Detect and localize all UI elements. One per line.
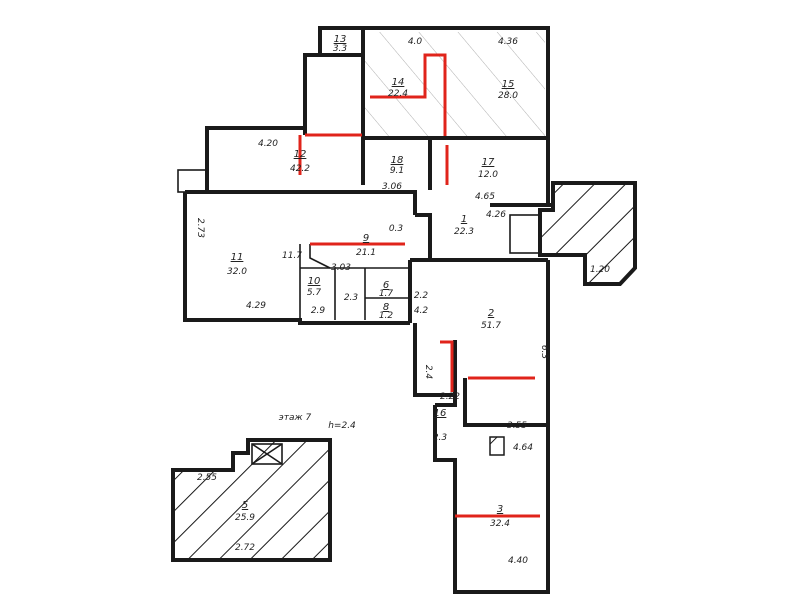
room-3-area: 32.4 [490,519,510,529]
dimension: 4.20 [258,139,278,149]
room-14-area: 22.4 [388,89,408,99]
dimension: 2.4 [423,365,433,380]
dimension: 4.40 [508,556,528,566]
room-8-number: 8 [383,302,389,313]
room-1-number: 1 [461,214,467,225]
dimension: 3.06 [382,182,402,192]
room-18-area: 9.1 [390,166,404,176]
room-11-area: 32.0 [227,267,247,277]
room-11-number: 11 [231,252,244,263]
room-13-area: 3.3 [333,44,348,54]
dimension: 4.26 [486,210,506,220]
dimension: 4.2 [414,306,429,316]
room-13-number: 13 [334,34,347,45]
room-17-number: 17 [482,157,495,168]
dimension: 2.9 [311,306,326,316]
redevelopment-lines [298,53,540,518]
room-16-area: 2.3 [433,433,448,443]
dimension: 11.7 [282,251,302,261]
room-8-area: 1.2 [379,311,394,321]
dimension: 0.3 [389,224,404,234]
room-14-hatch [365,32,445,137]
dimension: 6.3 [539,345,549,360]
room-5-number: 5 [242,500,248,511]
dimension: 1.20 [590,265,610,275]
room-2-area: 51.7 [481,321,501,331]
dimension: 2.2 [414,291,429,301]
dimension: 2.73 [195,218,205,238]
room-9-number: 9 [363,233,369,244]
dimension: 4.29 [246,301,266,311]
dimension: 3.03 [331,263,351,273]
room-14-number: 14 [392,77,405,88]
room-18-number: 18 [391,155,404,166]
room-12-number: 12 [294,149,307,160]
dimension: 4.64 [513,443,533,453]
room-17-area: 12.0 [478,170,498,180]
room-1-area: 22.3 [454,227,474,237]
room-5 [171,438,332,562]
room-16-number: 16 [434,408,447,419]
dimension: 2.55 [197,473,217,483]
vent-shaft [489,436,505,456]
floor-note: этаж 7 [279,413,312,423]
shaft [251,443,283,465]
room-15-number: 15 [502,79,515,90]
room-6-area: 1.7 [379,289,394,299]
room-5-area: 25.9 [235,513,255,523]
dimension: 2.22 [440,392,460,402]
dimension: 4.36 [498,37,518,47]
dimension: 4.0 [408,37,423,47]
annex-right [538,181,637,286]
dimension-labels: 4.0 4.36 4.20 3.06 4.65 4.26 0.3 11.7 3.… [195,37,610,566]
room-10-area: 5.7 [307,288,322,298]
room-12-area: 42.2 [290,164,310,174]
room-6-number: 6 [383,280,389,291]
walls [177,26,553,594]
dimension: 4.65 [475,192,495,202]
dimension: 2.72 [235,543,255,553]
dimension: 3.55 [507,421,527,431]
room-10-number: 10 [308,276,321,287]
room-labels: 1 22.3 2 51.7 3 32.4 5 25.9 6 1.7 8 1.2 … [227,34,518,529]
room-15-hatch [445,32,545,137]
dimension: 2.3 [344,293,359,303]
height-note: h=2.4 [328,421,356,431]
room-15-area: 28.0 [498,91,518,101]
room-2-number: 2 [488,308,494,319]
room-9-area: 21.1 [356,248,376,258]
room-3-number: 3 [497,504,503,515]
